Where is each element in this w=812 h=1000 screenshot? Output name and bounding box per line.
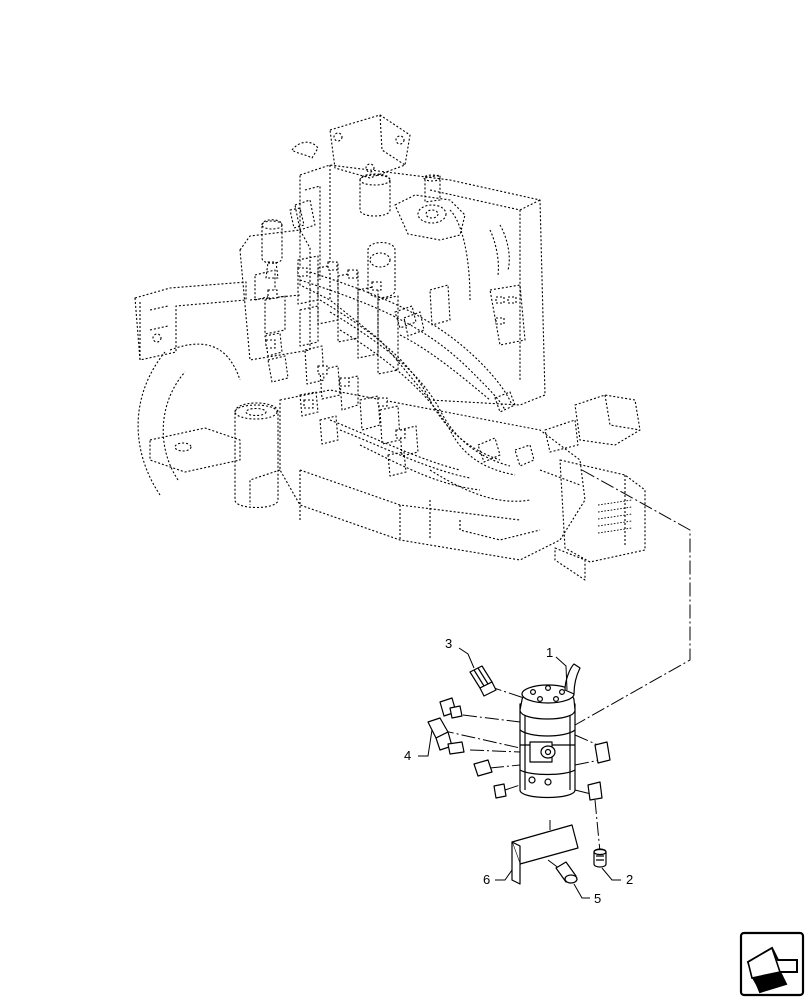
callout-1: 1	[546, 645, 553, 660]
next-page-arrow-icon[interactable]	[739, 931, 805, 997]
part-2-bolt	[593, 848, 607, 868]
part-6-bracket	[511, 824, 579, 885]
part-5-bolt	[555, 861, 578, 884]
part-1-swivel-valve	[519, 663, 581, 799]
machine-assembly-phantom	[134, 114, 646, 581]
callout-leaders	[418, 647, 621, 899]
valve-fittings-right	[587, 741, 611, 801]
callout-6: 6	[483, 872, 490, 887]
callout-4: 4	[404, 748, 411, 763]
callout-2: 2	[626, 872, 633, 887]
callout-5: 5	[594, 891, 601, 906]
valve-fittings-left	[427, 697, 507, 799]
callout-3: 3	[445, 636, 452, 651]
callout-labels: 1 2 3 4 5 6	[404, 636, 633, 906]
part-3-fitting	[469, 665, 497, 697]
